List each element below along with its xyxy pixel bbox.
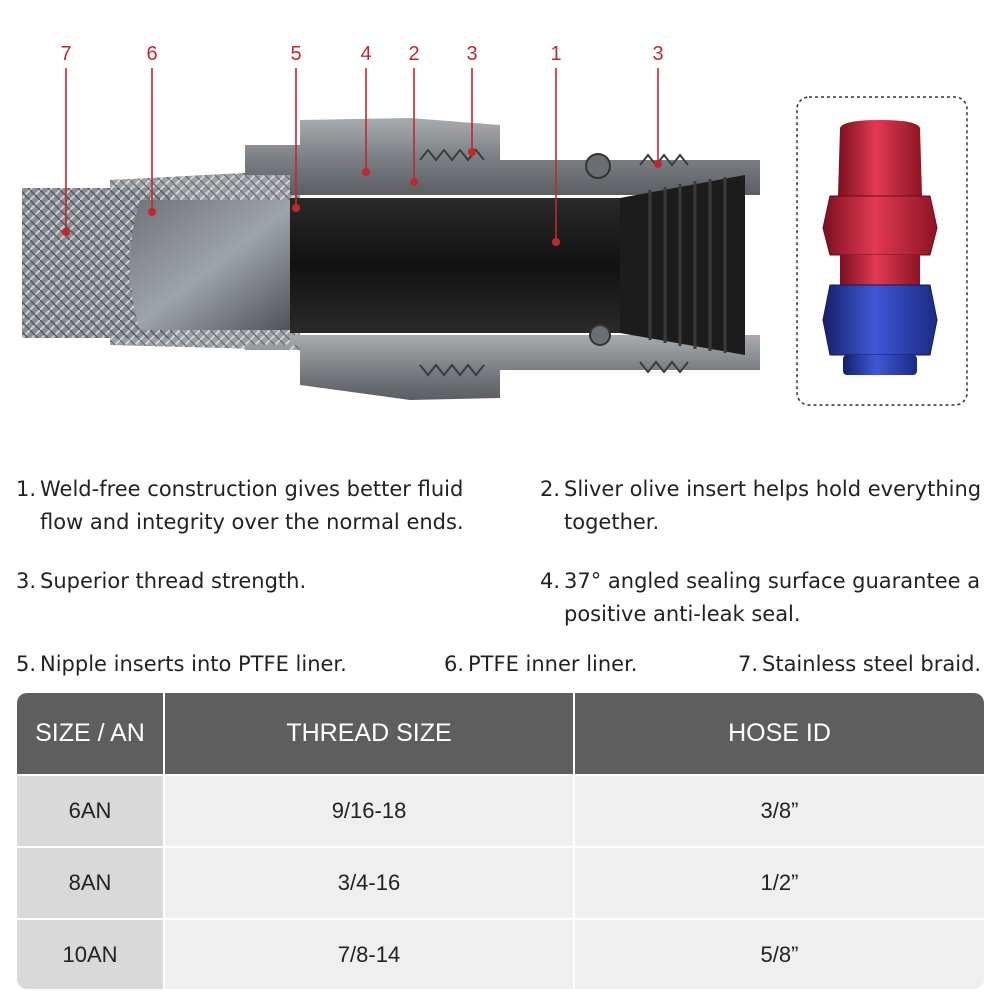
cell-thread: 7/8-14 xyxy=(164,918,575,989)
callout-7: 7 xyxy=(60,43,72,236)
callout-label: 3 xyxy=(466,43,477,65)
feature-text: Sliver olive insert helps hold everythin… xyxy=(564,477,982,534)
cell-size: 8AN xyxy=(17,846,165,920)
feature-5: 5. Nipple inserts into PTFE liner. xyxy=(16,648,416,681)
feature-number: 1. xyxy=(16,477,37,501)
feature-4: 4. 37° angled sealing surface guarantee … xyxy=(540,565,995,631)
feature-text: Superior thread strength. xyxy=(40,569,307,593)
feature-text: Stainless steel braid. xyxy=(762,652,982,676)
callout-3a: 3 xyxy=(466,43,478,156)
cell-hose-id: 1/2” xyxy=(574,846,984,920)
callout-2: 2 xyxy=(408,43,420,186)
feature-2: 2. Sliver olive insert helps hold everyt… xyxy=(540,473,995,539)
cell-size: 10AN xyxy=(17,918,165,989)
callout-3b: 3 xyxy=(652,43,664,168)
female-threads xyxy=(648,177,727,353)
table-row: 10AN 7/8-14 5/8” xyxy=(17,918,984,989)
callout-label: 1 xyxy=(550,43,561,65)
feature-number: 4. xyxy=(540,569,561,593)
fitting-socket-bottom xyxy=(245,335,760,400)
feature-number: 7. xyxy=(738,652,759,676)
table-header-row: SIZE / AN THREAD SIZE HOSE ID xyxy=(17,693,984,775)
bleed-hole-top xyxy=(585,153,611,179)
callout-label: 4 xyxy=(360,43,371,65)
column-header-hose-id: HOSE ID xyxy=(574,693,984,775)
table-row: 6AN 9/16-18 3/8” xyxy=(17,773,984,848)
callout-label: 5 xyxy=(290,43,301,65)
callout-4: 4 xyxy=(360,43,372,176)
product-photo-frame xyxy=(796,96,968,406)
callout-5: 5 xyxy=(290,43,302,212)
ptfe-liner xyxy=(130,200,300,330)
cell-hose-id: 5/8” xyxy=(574,918,984,989)
feature-1: 1. Weld-free construction gives better f… xyxy=(16,473,486,539)
hose-fitting-cutaway-diagram: 7 6 5 4 2 3 1 3 xyxy=(22,43,968,406)
feature-text: PTFE inner liner. xyxy=(468,652,638,676)
feature-text: Weld-free construction gives better flui… xyxy=(40,477,464,534)
cell-hose-id: 3/8” xyxy=(574,773,984,848)
callout-label: 2 xyxy=(408,43,419,65)
thread-teeth-bottom xyxy=(419,360,689,377)
callout-1: 1 xyxy=(550,43,562,246)
column-header-size: SIZE / AN xyxy=(17,693,165,775)
cell-thread: 3/4-16 xyxy=(164,846,575,920)
red-blue-fitting-photo xyxy=(822,120,938,375)
feature-number: 6. xyxy=(444,652,465,676)
feature-3: 3. Superior thread strength. xyxy=(16,565,486,598)
feature-number: 3. xyxy=(16,569,37,593)
cell-thread: 9/16-18 xyxy=(164,773,575,848)
feature-6: 6. PTFE inner liner. xyxy=(444,648,724,681)
feature-text: 37° angled sealing surface guarantee a p… xyxy=(564,569,981,626)
callout-label: 7 xyxy=(60,43,71,65)
column-header-thread: THREAD SIZE xyxy=(164,693,575,775)
cell-size: 6AN xyxy=(17,773,165,848)
feature-7: 7. Stainless steel braid. xyxy=(738,648,998,681)
callout-6: 6 xyxy=(146,43,158,216)
feature-number: 5. xyxy=(16,652,37,676)
feature-number: 2. xyxy=(540,477,561,501)
table-row: 8AN 3/4-16 1/2” xyxy=(17,846,984,920)
bleed-hole-bottom xyxy=(589,324,611,346)
spec-table: SIZE / AN THREAD SIZE HOSE ID 6AN 9/16-1… xyxy=(17,693,984,989)
callouts: 7 6 5 4 2 3 1 3 xyxy=(60,43,664,246)
feature-text: Nipple inserts into PTFE liner. xyxy=(40,652,347,676)
callout-label: 3 xyxy=(652,43,663,65)
fitting-socket-top xyxy=(245,118,760,195)
callout-label: 6 xyxy=(146,43,157,65)
